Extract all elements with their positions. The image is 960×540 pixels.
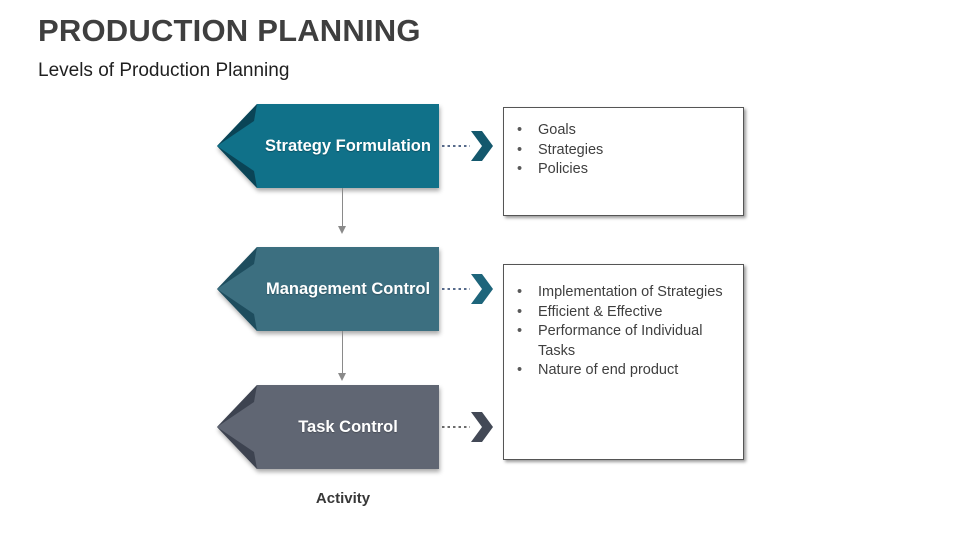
level-shape-strategy-formulation: Strategy Formulation [217,104,439,188]
bullet-list: Goals Strategies Policies [504,108,743,180]
activity-label: Activity [315,490,371,507]
arrow-shape-bevel-bottom [217,289,257,331]
arrow-shape-body [217,385,439,469]
level-label: Strategy Formulation [265,136,431,155]
chevron-right-icon [471,412,493,442]
arrow-shape-bevel-top [217,385,257,427]
list-item: Performance of Individual Tasks [504,322,743,361]
list-item: Goals [504,121,743,141]
arrow-shape-body [217,104,439,188]
dashed-arrow-right-3 [442,412,493,442]
level-label: Task Control [298,417,398,436]
bullet-list: Implementation of Strategies Efficient &… [504,265,743,381]
dashed-arrow-right-1 [442,131,493,161]
connector-arrowhead-down-icon [338,226,346,234]
dashed-arrow-right-2 [442,274,493,304]
level-label: Management Control [265,279,431,298]
connector-arrowhead-down-icon [338,373,346,381]
arrow-shape-bevel-bottom [217,146,257,188]
connector-line-down-2 [342,331,343,373]
arrow-shape-bevel-top [217,104,257,146]
detail-box-management-and-task-control: Implementation of Strategies Efficient &… [503,264,744,460]
arrow-shape-bevel-bottom [217,427,257,469]
list-item: Implementation of Strategies [504,283,743,303]
list-item: Policies [504,160,743,180]
list-item: Strategies [504,141,743,161]
page-subtitle: Levels of Production Planning [38,60,290,81]
list-item: Nature of end product [504,361,743,381]
left-arrow-shape [217,385,439,469]
chevron-right-icon [471,274,493,304]
level-shape-task-control: Task Control [217,385,439,469]
arrow-shape-bevel-top [217,247,257,289]
page-title: PRODUCTION PLANNING [38,13,421,48]
arrow-shape-body [217,247,439,331]
left-arrow-shape [217,247,439,331]
detail-box-strategy-formulation: Goals Strategies Policies [503,107,744,216]
connector-line-down-1 [342,188,343,226]
left-arrow-shape [217,104,439,188]
list-item: Efficient & Effective [504,303,743,323]
chevron-right-icon [471,131,493,161]
level-shape-management-control: Management Control [217,247,439,331]
